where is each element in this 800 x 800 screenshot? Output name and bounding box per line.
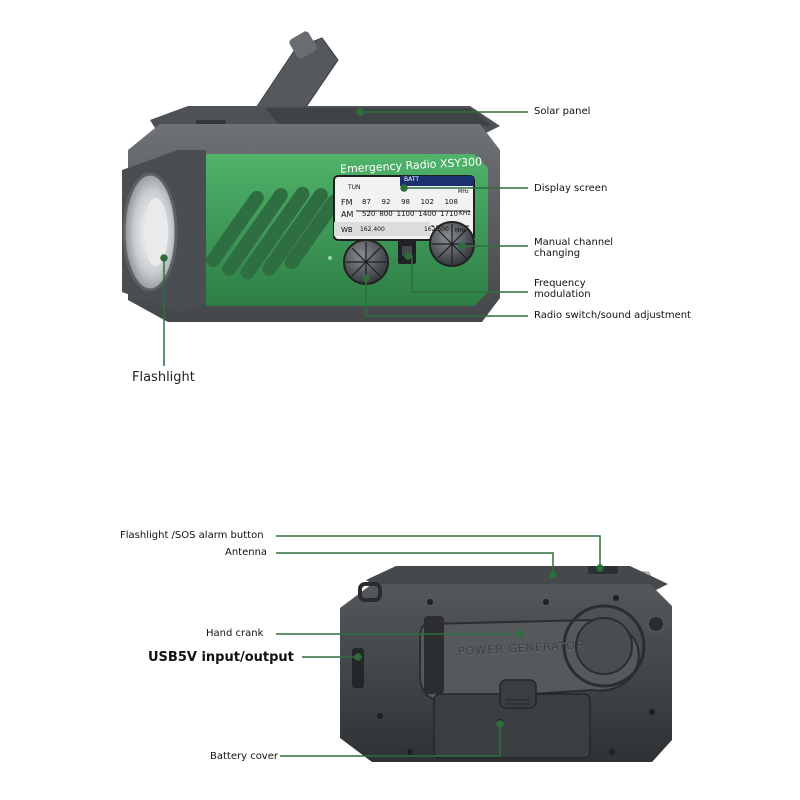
fm-value: 87 <box>362 198 371 206</box>
fm-value: 108 <box>444 198 458 206</box>
front-callout-lines <box>160 108 528 366</box>
label-battery-cover: Battery cover <box>210 751 278 762</box>
label-manual-channel-line2: changing <box>534 248 581 259</box>
am-value: 1100 <box>396 210 415 218</box>
display-am-values: 520 800 1100 1400 1710 <box>362 210 458 218</box>
display-batt: BATT <box>404 176 419 183</box>
am-value: 800 <box>379 210 393 218</box>
label-antenna: Antenna <box>225 547 268 558</box>
label-frequency-line1: Frequency <box>534 278 586 289</box>
label-flashlight: Flashlight <box>132 370 195 385</box>
label-usb: USB5V input/output <box>148 650 294 665</box>
back-radio <box>340 566 672 762</box>
display-tun: TUN <box>348 184 361 191</box>
display-wb-unit: MHz <box>455 228 466 234</box>
speaker-grille <box>206 186 342 280</box>
back-callout-lines <box>276 535 604 757</box>
am-value: 1400 <box>418 210 437 218</box>
label-manual-channel-line1: Manual channel <box>534 237 614 248</box>
label-frequency-line2: modulation <box>534 289 591 300</box>
label-sos-button: Flashlight /SOS alarm button <box>120 530 264 541</box>
label-radio-switch: Radio switch/sound adjustment <box>534 310 691 321</box>
display-fm-label: FM <box>341 198 353 207</box>
display-am-label: AM <box>341 210 354 219</box>
am-value: 1710 <box>440 210 458 218</box>
display-am-unit: KHz <box>459 210 471 217</box>
display-wb-label: WB <box>341 226 353 234</box>
fm-value: 92 <box>381 198 391 206</box>
fm-value: 98 <box>401 198 410 206</box>
label-solar-panel: Solar panel <box>534 106 591 117</box>
am-value: 520 <box>362 210 376 218</box>
label-display-screen: Display screen <box>534 183 608 194</box>
crank-grip <box>289 31 317 59</box>
display-fm-unit: MHz <box>458 189 469 195</box>
display-wb-end: 162.500 <box>424 226 449 233</box>
front-radio <box>122 31 500 322</box>
display-fm-values: 87 92 98 102 108 <box>362 198 458 206</box>
label-hand-crank: Hand crank <box>206 628 264 639</box>
fm-value: 102 <box>420 198 434 206</box>
display-wb-start: 162.400 <box>360 226 385 233</box>
